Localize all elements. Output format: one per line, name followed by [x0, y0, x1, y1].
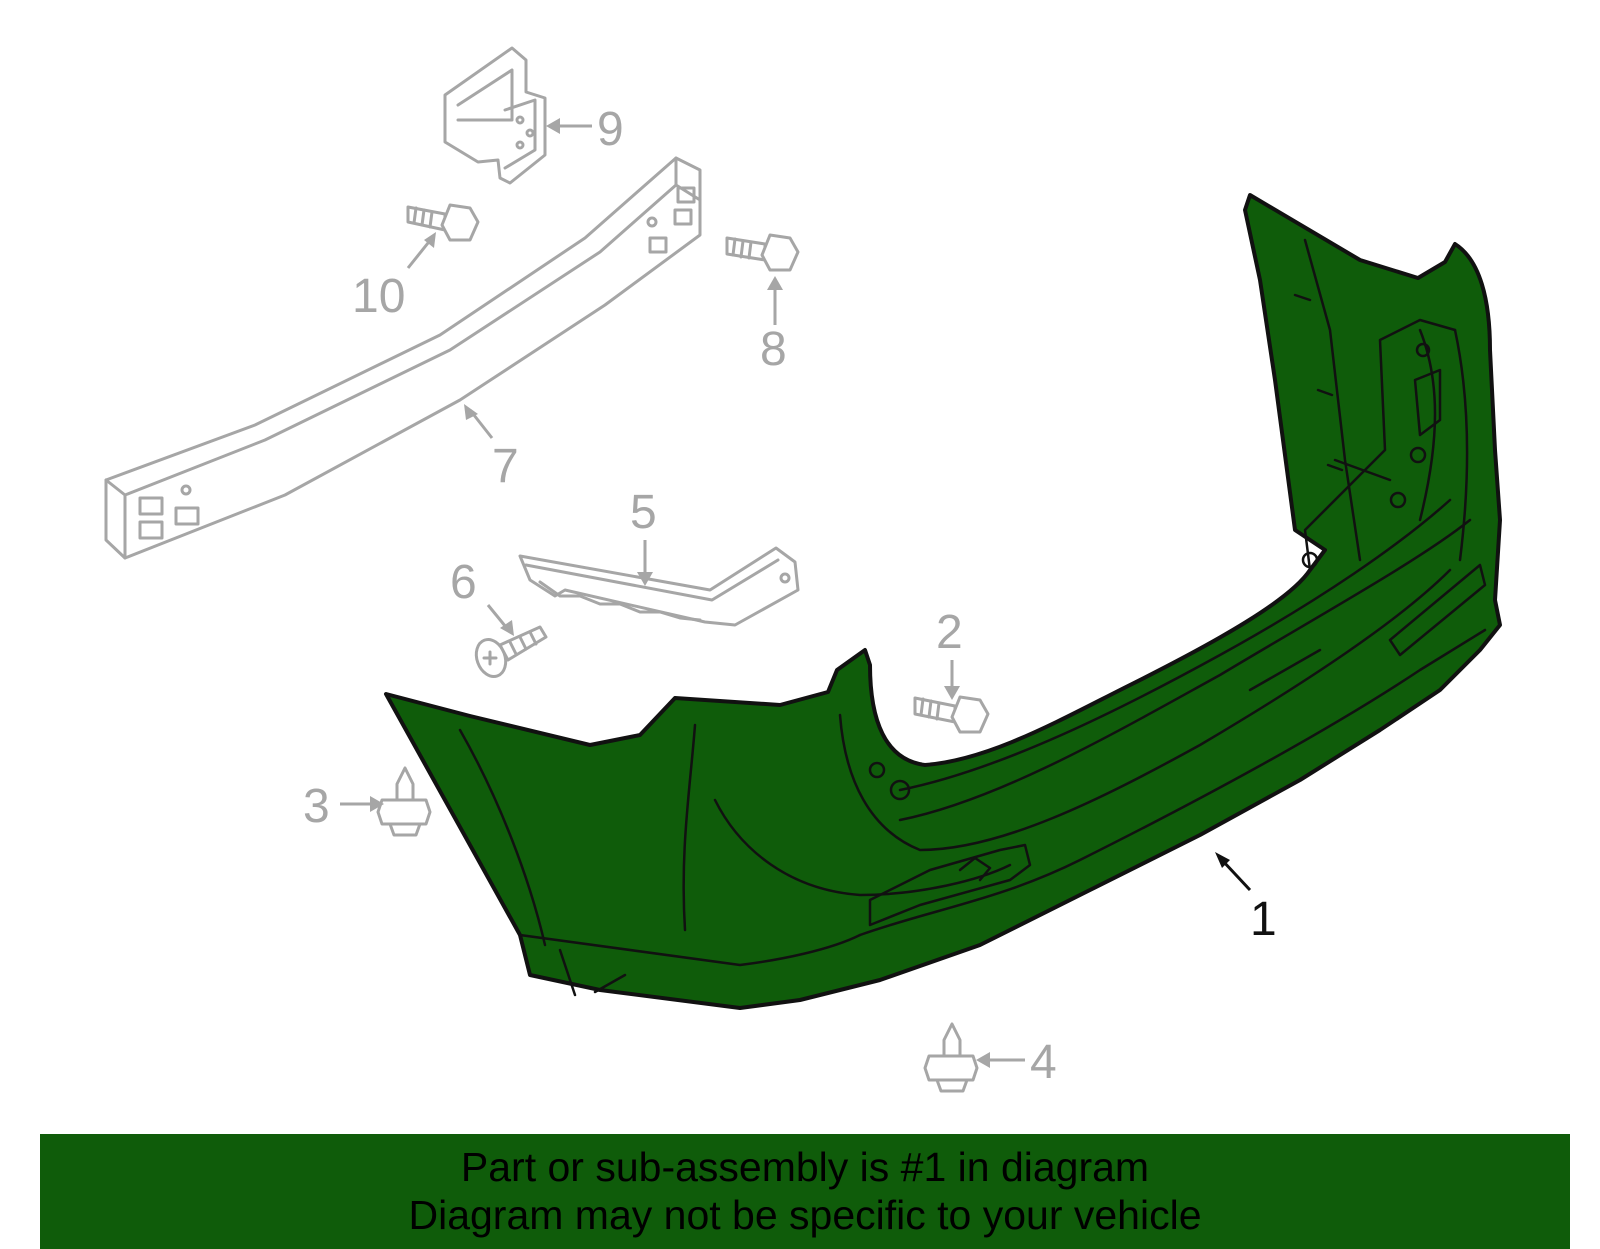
info-banner: Part or sub-assembly is #1 in diagram Di…	[40, 1134, 1570, 1249]
callout-3: 3	[303, 780, 330, 833]
callout-6: 6	[450, 556, 477, 609]
callout-10: 10	[352, 270, 405, 323]
part-4-clip	[923, 1022, 979, 1093]
part-1-bumper-cover	[384, 193, 1502, 1010]
bumper-cover-body	[384, 193, 1502, 1010]
part-7-reinforcement-beam	[104, 156, 702, 560]
part-5-bracket-strip	[518, 546, 800, 627]
part-3-clip	[376, 766, 432, 837]
part-6-screw	[474, 625, 548, 678]
callout-9: 9	[597, 103, 624, 156]
callout-5: 5	[630, 486, 657, 539]
banner-line-disclaimer: Diagram may not be specific to your vehi…	[408, 1192, 1202, 1238]
callout-1: 1	[1250, 893, 1277, 946]
callout-8: 8	[760, 323, 787, 376]
callout-4: 4	[1030, 1036, 1057, 1089]
part-2-bolt	[913, 695, 990, 734]
callout-7: 7	[492, 440, 519, 493]
leaders	[340, 118, 1252, 1068]
banner-line-part-number: Part or sub-assembly is #1 in diagram	[460, 1144, 1150, 1190]
part-10-bolt	[406, 203, 480, 242]
callout-2: 2	[936, 606, 963, 659]
part-9-bracket	[443, 46, 547, 185]
part-8-bolt	[725, 233, 800, 272]
